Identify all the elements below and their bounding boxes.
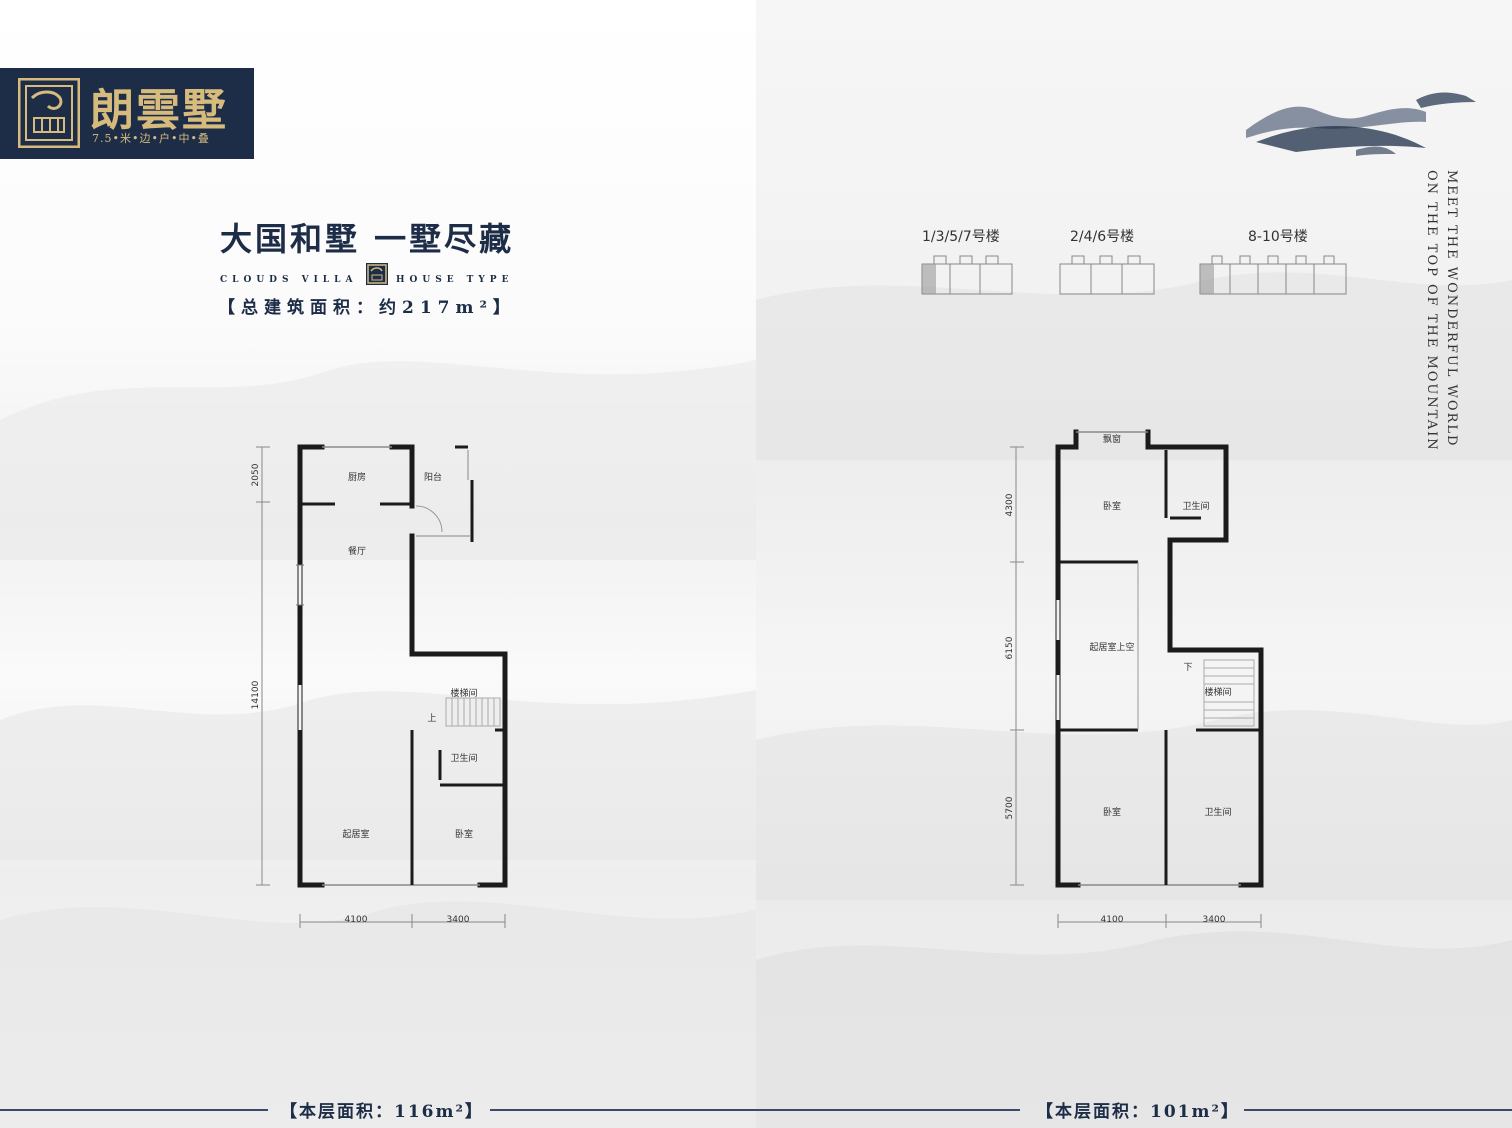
stair-steps-icon-2 [1203, 659, 1255, 727]
building-label-3: 8-10号楼 [1248, 229, 1308, 245]
dim-h-2-1: 4100 [1101, 915, 1124, 925]
dim-v-2: 14100 [251, 680, 261, 709]
building-key-3-icon [1199, 255, 1347, 295]
dimension-lines-floor2 [1010, 446, 1262, 928]
vertical-text-line-1: MEET THE WONDERFUL WORLD [1444, 170, 1459, 448]
building-label-2: 2/4/6号楼 [1070, 229, 1135, 245]
floor1-area-label: 【本层面积：116m²】 [280, 1102, 484, 1122]
subtitle-english-right: HOUSE TYPE [396, 275, 514, 285]
room-label-bedroom-top: 卧室 [1103, 500, 1121, 512]
building-label-1: 1/3/5/7号楼 [922, 229, 1000, 245]
room-label-stair-2: 楼梯间 [1204, 686, 1231, 698]
dim-h-2: 3400 [447, 915, 470, 925]
dim-v-2-3: 5700 [1005, 796, 1015, 819]
brand-name: 朗雲墅 [90, 85, 228, 136]
floor-plan-2: 飘窗 卧室 卫生间 起居室上空 下 楼梯间 卧室 卫生间 4300 6150 5… [1005, 429, 1264, 928]
room-label-dining: 餐厅 [348, 545, 366, 557]
logo-emblem-icon [18, 78, 80, 148]
mini-logo-icon [366, 263, 388, 285]
stair-direction-up: 上 [427, 713, 436, 724]
dim-v-2-1: 4300 [1005, 493, 1015, 516]
room-label-bath-top: 卫生间 [1182, 500, 1209, 512]
footer-rule-middle [490, 1109, 1020, 1111]
total-area-label: 【总建筑面积：约217m²】 [218, 298, 516, 318]
stair-steps-icon [445, 697, 501, 727]
vertical-text-line-2: ON THE TOP OF THE MOUNTAIN [1424, 170, 1439, 452]
room-label-bath-bottom: 卫生间 [1204, 806, 1231, 818]
stair-direction-down: 下 [1183, 663, 1192, 673]
building-key-2-icon [1059, 255, 1155, 295]
room-label-void: 起居室上空 [1089, 641, 1134, 653]
dim-v-2-2: 6150 [1005, 636, 1015, 659]
room-label-kitchen: 厨房 [348, 471, 366, 483]
footer-rule-left-a [0, 1109, 268, 1111]
ink-mountain-illustration [1246, 92, 1476, 156]
dimension-lines-floor1 [256, 446, 506, 928]
room-label-bay-window: 飘窗 [1103, 433, 1121, 445]
room-label-stair: 楼梯间 [450, 687, 477, 699]
floor2-area-label: 【本层面积：101m²】 [1036, 1102, 1240, 1122]
dim-v-1: 2050 [251, 463, 261, 486]
room-label-living: 起居室 [342, 828, 369, 840]
room-label-bedroom: 卧室 [455, 828, 473, 840]
dim-h-1: 4100 [345, 915, 368, 925]
subtitle-english-left: CLOUDS VILLA [220, 275, 358, 285]
headline: 大国和墅 一墅尽藏 [220, 220, 515, 258]
building-key-1-icon [921, 255, 1013, 295]
brand-logo: 朗雲墅 7.5•米•边•户•中•叠 [0, 68, 254, 159]
room-label-bath: 卫生间 [450, 752, 477, 764]
room-label-balcony: 阳台 [424, 471, 442, 483]
floor-plan-1: 厨房 阳台 餐厅 楼梯间 上 卫生间 起居室 卧室 2050 14100 410… [251, 444, 508, 928]
dim-h-2-2: 3400 [1203, 915, 1226, 925]
brand-tagline: 7.5•米•边•户•中•叠 [92, 132, 210, 145]
footer-rule-right [1244, 1109, 1512, 1111]
room-label-bedroom-bottom: 卧室 [1103, 806, 1121, 818]
